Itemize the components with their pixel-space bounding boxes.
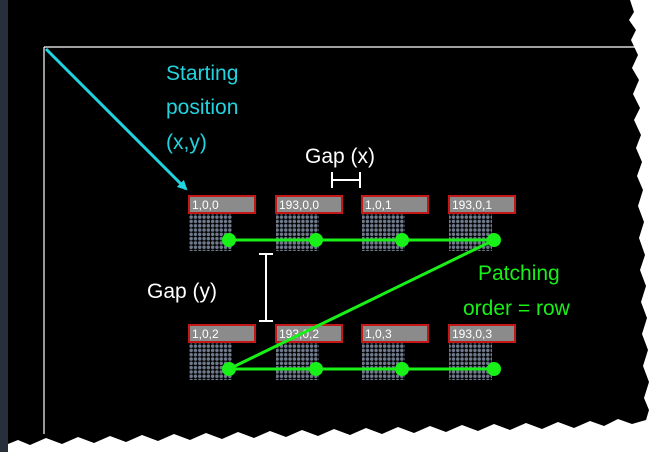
fixture: 1,0,0 xyxy=(188,195,256,251)
fixture-id: 193,0,1 xyxy=(452,198,492,212)
fixture-label-box xyxy=(188,324,256,343)
fixture-label-box xyxy=(448,324,516,343)
left-panel xyxy=(0,0,8,452)
fixture-led-grid xyxy=(449,343,492,380)
fixture-label-box xyxy=(361,324,429,343)
fixture-label-box xyxy=(361,195,429,214)
fixture-id: 1,0,1 xyxy=(365,198,392,212)
position-label: position xyxy=(166,96,238,119)
fixture: 1,0,1 xyxy=(361,195,429,251)
patch-order-path xyxy=(222,233,501,376)
patch-point xyxy=(309,362,323,376)
xy-label: (x,y) xyxy=(166,131,207,154)
fixture-label-box xyxy=(188,195,256,214)
patch-point xyxy=(222,362,236,376)
patch-point xyxy=(309,233,323,247)
patching-label: Patching xyxy=(478,262,560,285)
fixture: 193,0,0 xyxy=(275,195,343,251)
fixture: 1,0,3 xyxy=(361,324,429,380)
patch-order-line xyxy=(228,238,495,371)
patch-point xyxy=(222,233,236,247)
order-row-label: order = row xyxy=(463,297,571,320)
fixture-label-box xyxy=(448,195,516,214)
canvas-background xyxy=(8,0,649,445)
patch-point xyxy=(395,233,409,247)
gap-y-bracket xyxy=(259,253,273,322)
patch-point xyxy=(487,233,501,247)
fixture-label-box xyxy=(275,195,343,214)
patch-point xyxy=(395,362,409,376)
fixture-id: 193,0,3 xyxy=(452,327,492,341)
fixture-id: 1,0,0 xyxy=(192,198,219,212)
gap-x-bracket xyxy=(331,172,361,188)
gap-x-label: Gap (x) xyxy=(305,145,375,168)
gap-y-label: Gap (y) xyxy=(147,280,217,303)
fixture: 1,0,2 xyxy=(188,324,256,380)
fixture-id: 1,0,3 xyxy=(365,327,392,341)
fixture: 193,0,3 xyxy=(448,324,516,380)
fixture-id: 1,0,2 xyxy=(192,327,219,341)
starting-label: Starting xyxy=(166,62,238,85)
fixture-id: 193,0,0 xyxy=(279,198,319,212)
patch-point xyxy=(487,362,501,376)
start-arrow xyxy=(44,47,188,191)
